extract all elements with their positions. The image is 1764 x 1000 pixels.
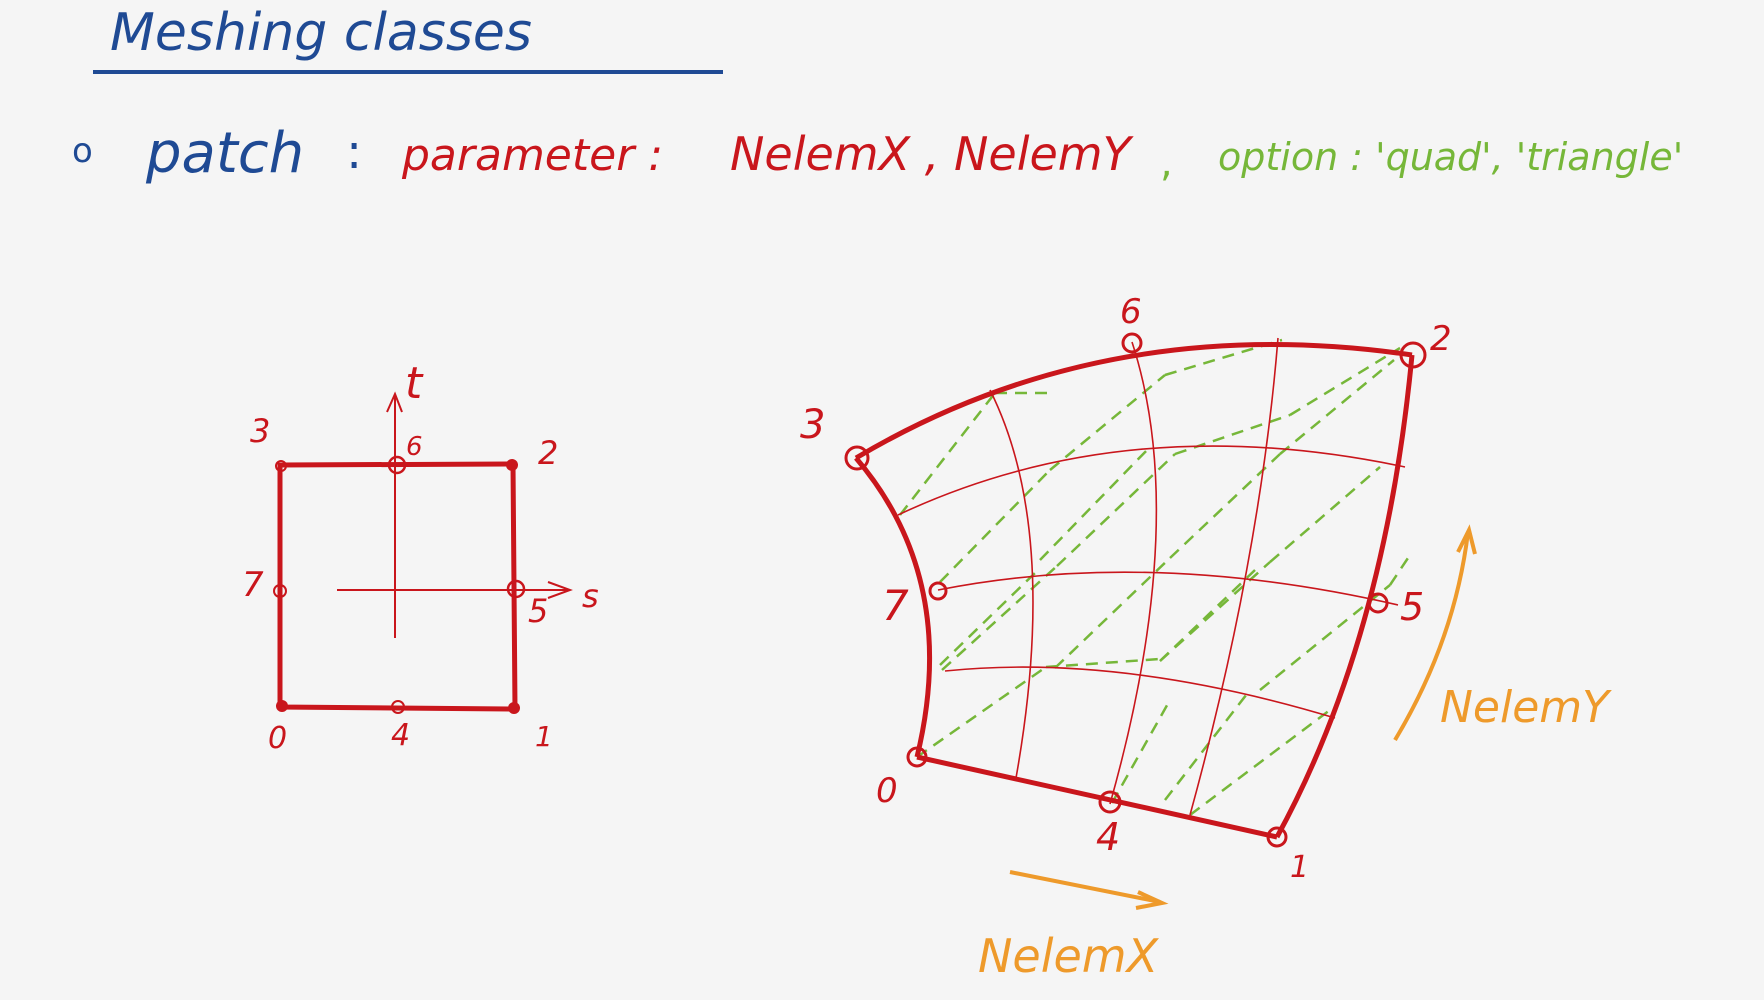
ref-label-1: 1 [535, 720, 553, 753]
boundary-right [1274, 354, 1415, 839]
ref-label-6: 6 [406, 432, 423, 462]
node-label-5: 5 [1400, 585, 1424, 629]
node-5 [1367, 592, 1389, 614]
axis-s-label: s [582, 577, 599, 615]
nelem-annotations: NelemX NelemY [978, 524, 1612, 983]
node-3 [844, 445, 870, 471]
node-0 [906, 746, 928, 768]
node-label-3: 3 [800, 402, 825, 448]
page-title: Meshing classes [110, 3, 532, 63]
square-outline [277, 461, 518, 712]
parameter-label: parameter : [401, 130, 663, 181]
t-axis-arrowhead [386, 391, 403, 413]
comma-separator: , [1160, 140, 1173, 186]
ref-node-3 [275, 460, 287, 472]
ref-node-4 [391, 700, 405, 714]
patch-label: patch [145, 121, 304, 186]
patch-colon: : [346, 124, 362, 180]
ref-node-1 [508, 702, 520, 714]
ref-label-4: 4 [391, 718, 410, 753]
nelemy-arrow [1393, 531, 1470, 742]
ref-label-2: 2 [538, 434, 558, 472]
ref-label-5: 5 [528, 592, 548, 630]
ref-node-5 [506, 579, 526, 599]
node-label-2: 2 [1430, 319, 1452, 359]
ref-node-6 [387, 455, 407, 475]
option-label: option : 'quad', 'triangle' [1218, 135, 1683, 179]
ref-label-3: 3 [250, 412, 270, 450]
boundary-bottom [916, 754, 1278, 840]
s-axis-arrowhead [547, 581, 573, 599]
ref-node-7 [273, 584, 287, 598]
node-label-0: 0 [876, 771, 898, 811]
ref-label-0: 0 [268, 721, 287, 756]
patch-boundary [854, 342, 1415, 840]
nelemx-arrowhead [1135, 890, 1169, 910]
mapped-patch: 0 1 2 3 4 5 6 7 [800, 292, 1452, 885]
ref-label-7: 7 [242, 565, 264, 605]
node-2 [1399, 341, 1427, 369]
boundary-top [854, 342, 1413, 461]
quad-grid [897, 337, 1406, 816]
ref-node-0 [276, 700, 288, 712]
node-label-1: 1 [1290, 850, 1309, 885]
node-label-7: 7 [882, 581, 909, 630]
node-7 [928, 581, 948, 601]
nelemy-label: NelemY [1440, 682, 1612, 733]
axis-t-label: t [405, 358, 424, 409]
node-1 [1266, 826, 1288, 848]
triangle-diagonals [899, 338, 1412, 816]
bullet-marker: o [72, 131, 93, 171]
ref-node-2 [506, 459, 518, 471]
nelemx-arrow [1009, 870, 1161, 904]
node-label-4: 4 [1096, 815, 1120, 859]
nelemx-label: NelemX [978, 929, 1160, 983]
node-4 [1098, 790, 1122, 814]
reference-square: t s 0 1 2 3 4 5 6 7 [242, 358, 599, 756]
boundary-left [854, 456, 932, 758]
parameter-values: NelemX , NelemY [730, 127, 1135, 181]
nelemy-arrowhead [1456, 524, 1477, 555]
node-label-6: 6 [1120, 292, 1142, 332]
node-6 [1121, 332, 1143, 354]
